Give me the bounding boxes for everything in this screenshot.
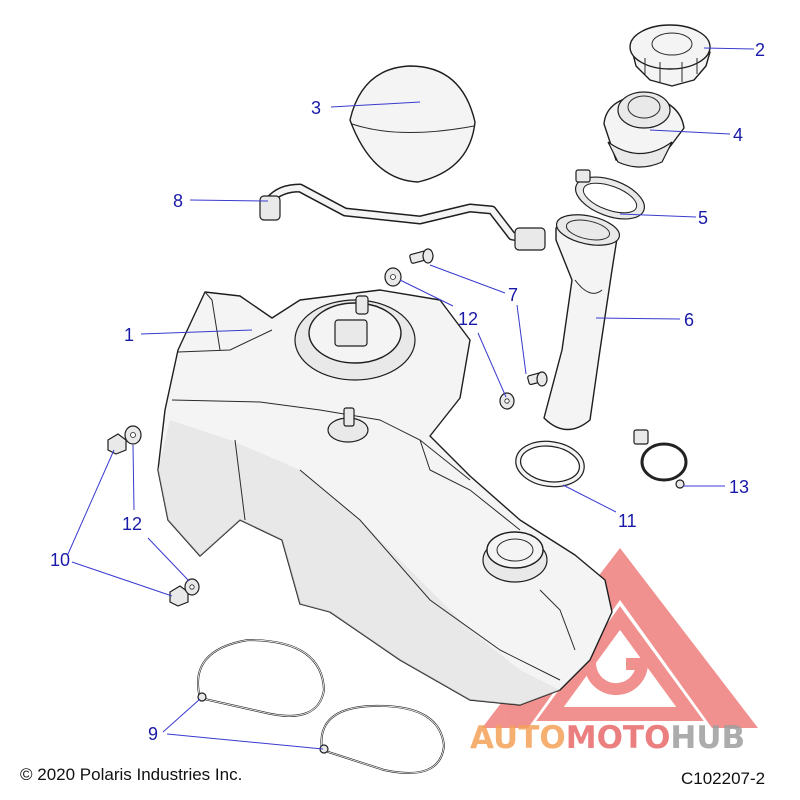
- hose-clamp-upper-part: [575, 169, 645, 220]
- vent-tube-part: [259, 183, 546, 251]
- callout-5: 5: [698, 208, 708, 228]
- drawing-code: C102207-2: [681, 769, 765, 788]
- callout-10: 10: [50, 550, 70, 570]
- callout-labels: 1 2 3 4 5 6 7 8 9 10 11 12 12 13: [50, 40, 765, 744]
- nut-part: [107, 433, 189, 607]
- callout-6: 6: [684, 310, 694, 330]
- spring-clamp-part: [633, 429, 688, 489]
- callout-12-lower: 12: [122, 514, 142, 534]
- callout-4: 4: [733, 125, 743, 145]
- callout-1: 1: [124, 325, 134, 345]
- filler-hose-part: [543, 214, 621, 431]
- fuel-cap-part: [629, 24, 711, 87]
- callout-8: 8: [173, 191, 183, 211]
- tank-strap-part: [197, 638, 446, 774]
- washer-part: [124, 267, 515, 596]
- svg-text:AUTOMOTOHUB: AUTOMOTOHUB: [470, 720, 745, 756]
- callout-3: 3: [311, 98, 321, 118]
- fuel-tank-part: [157, 289, 613, 706]
- callout-2: 2: [755, 40, 765, 60]
- dome-cover-part: [349, 65, 476, 183]
- wordmark-moto: MOTO: [566, 720, 671, 756]
- automotohub-wordmark: AUTOMOTOHUB: [470, 720, 745, 756]
- callout-9: 9: [148, 724, 158, 744]
- bolt-part: [409, 248, 548, 387]
- hose-clamp-lower-part: [515, 440, 585, 488]
- filler-neck-adapter-part: [603, 91, 685, 168]
- callout-12-upper: 12: [458, 309, 478, 329]
- callout-13: 13: [729, 477, 749, 497]
- leader-lines: [67, 47, 755, 750]
- wordmark-auto: AUTO: [470, 720, 566, 756]
- wordmark-hub: HUB: [670, 720, 745, 756]
- callout-11: 11: [618, 511, 637, 531]
- copyright-text: © 2020 Polaris Industries Inc.: [20, 765, 242, 784]
- callout-7: 7: [508, 285, 518, 305]
